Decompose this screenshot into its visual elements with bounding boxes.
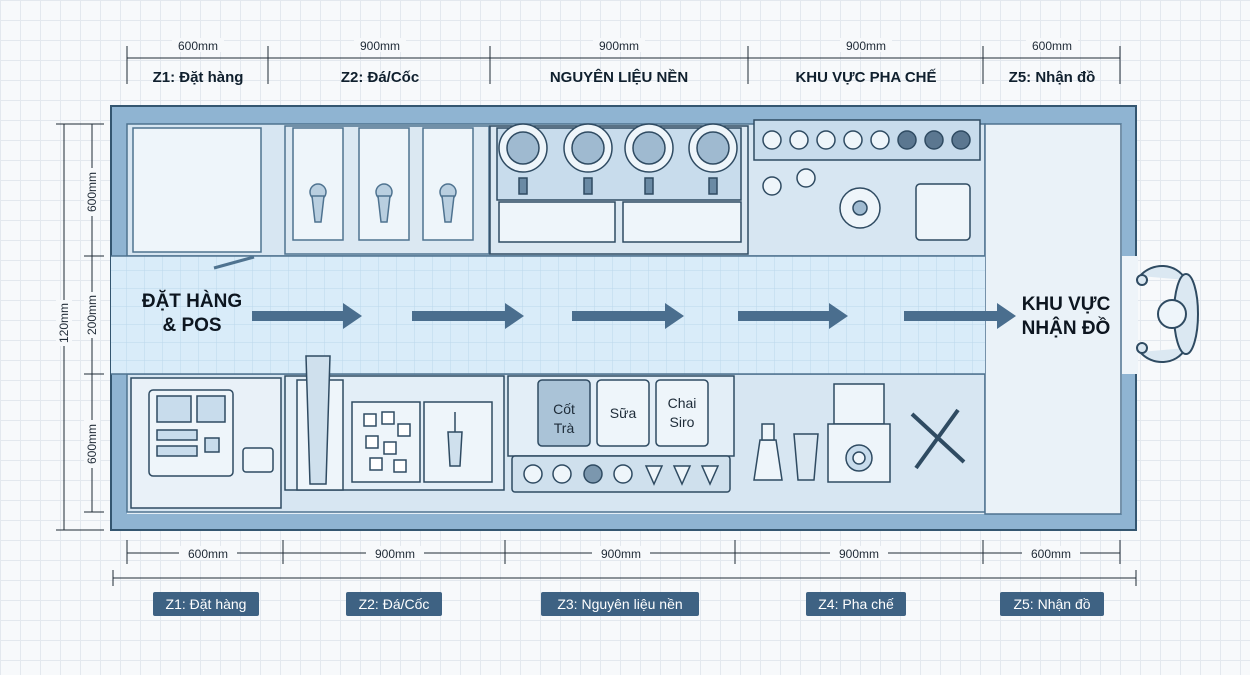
bottom-dim-2: 900mm xyxy=(375,547,415,561)
ice-dispensers xyxy=(284,125,490,255)
top-dim-3: 900mm xyxy=(599,39,639,53)
container-siro-line1: Chai xyxy=(668,395,697,411)
z1-cabinet xyxy=(132,127,262,253)
flow-end-line2: NHẬN ĐỒ xyxy=(1022,317,1111,339)
zone-tag-5: Z5: Nhận đồ xyxy=(1000,592,1104,616)
zone-title-2: Z2: Đá/Cốc xyxy=(341,69,419,86)
zone-tag-1: Z1: Đặt hàng xyxy=(153,592,259,616)
top-dimension-lines xyxy=(126,46,1121,84)
ingredient-containers xyxy=(507,375,735,493)
bottom-dim-4: 900mm xyxy=(839,547,879,561)
kettle-and-pitchers xyxy=(762,168,971,241)
top-dim-2: 900mm xyxy=(360,39,400,53)
top-dim-5: 600mm xyxy=(1032,39,1072,53)
flow-start-line2: & POS xyxy=(162,315,221,336)
container-siro-line2: Siro xyxy=(670,414,695,430)
bottom-dim-5: 600mm xyxy=(1031,547,1071,561)
container-sua: Sữa xyxy=(610,405,637,421)
container-cot-tra-line2: Trà xyxy=(554,420,575,436)
cup-stack-and-ice xyxy=(284,355,505,491)
left-dim-bottom: 600mm xyxy=(85,424,99,464)
flow-arrows xyxy=(252,303,1016,329)
zone-tag-4: Z4: Pha chế xyxy=(806,592,906,616)
zone-title-5: Z5: Nhận đồ xyxy=(1009,69,1096,86)
customer-person-icon xyxy=(1136,265,1199,363)
bottom-dim-1: 600mm xyxy=(188,547,228,561)
zone-tag-3: Z3: Nguyên liệu nền xyxy=(541,592,699,616)
top-dim-1: 600mm xyxy=(178,39,218,53)
zone-tag-2: Z2: Đá/Cốc xyxy=(346,592,442,616)
bar-tools xyxy=(753,383,966,483)
left-dim-total: 120mm xyxy=(57,303,71,343)
flow-start-line1: ĐẶT HÀNG xyxy=(142,290,242,312)
pos-register xyxy=(130,377,282,509)
tea-urns xyxy=(489,123,749,255)
aisle xyxy=(111,256,985,374)
zone-title-3: NGUYÊN LIỆU NỀN xyxy=(550,68,688,86)
flow-end-line1: KHU VỰC xyxy=(1022,294,1111,315)
left-dim-aisle: 200mm xyxy=(85,295,99,335)
top-dim-4: 900mm xyxy=(846,39,886,53)
zone-title-4: KHU VỰC PHA CHẾ xyxy=(795,69,936,86)
syrup-bottles xyxy=(753,119,981,161)
zone-title-1: Z1: Đặt hàng xyxy=(153,69,244,86)
left-dim-top: 600mm xyxy=(85,172,99,212)
container-cot-tra-line1: Cốt xyxy=(553,401,575,417)
door-swing xyxy=(213,255,255,270)
bottom-dim-3: 900mm xyxy=(601,547,641,561)
